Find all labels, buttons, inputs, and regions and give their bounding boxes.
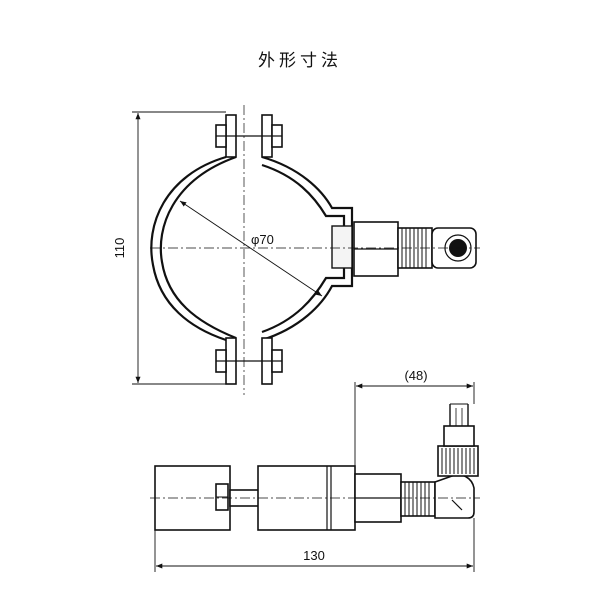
elbow-knurl [441, 448, 475, 474]
side-knurled-nut [404, 482, 430, 516]
elbow-connector [434, 403, 479, 519]
cable [449, 403, 469, 426]
length-label: 130 [303, 548, 325, 563]
bottom-flange [215, 337, 283, 385]
height-label: 110 [112, 238, 127, 259]
side-sensor-mount [331, 221, 477, 277]
front-view: φ70 110 [112, 105, 480, 395]
side-view: (48) 130 [150, 368, 480, 572]
offset-label: (48) [404, 368, 427, 383]
diameter-label: φ70 [251, 232, 274, 247]
page-title: 外形寸法 [258, 51, 342, 71]
diameter-dimension: φ70 [179, 200, 323, 297]
length-dimension: 130 [154, 518, 475, 572]
offset-dimension: (48) [354, 368, 475, 474]
height-dimension: 110 [112, 111, 226, 385]
top-flange [215, 114, 283, 158]
